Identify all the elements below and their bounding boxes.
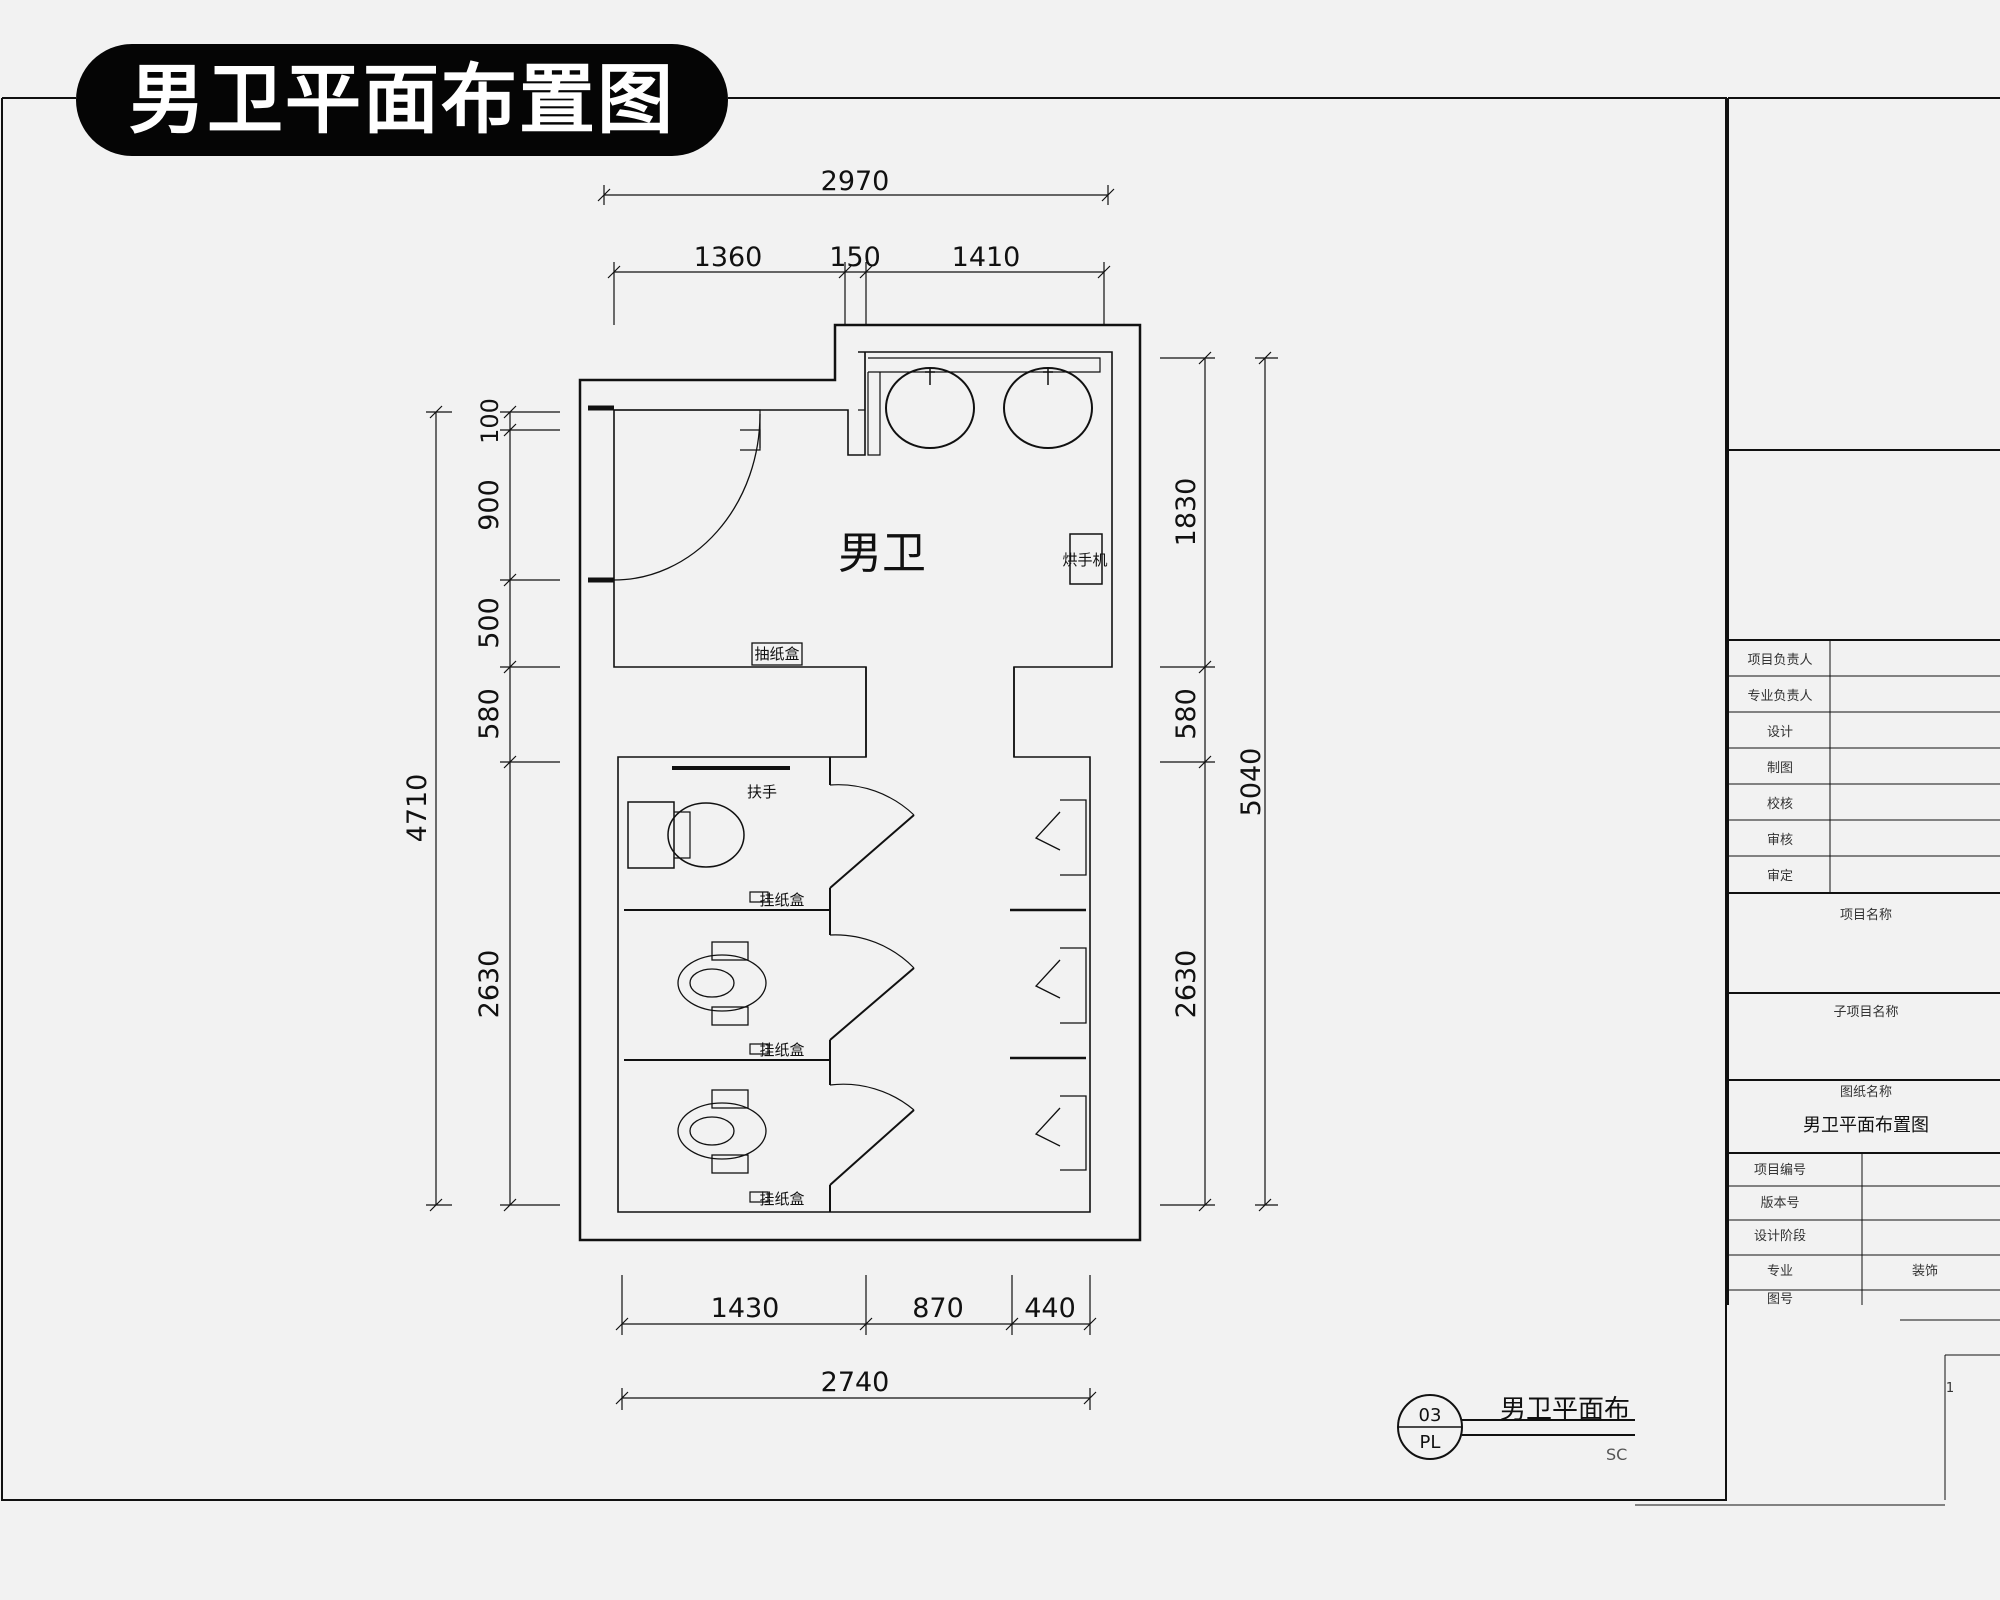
dim-left-5: 2630 [474,950,505,1019]
tb-meta-3: 专业 [1767,1264,1793,1279]
dim-bottom-2: 870 [912,1293,964,1324]
dim-bottom-overall: 2740 [821,1367,890,1398]
drawing-tag-title: 男卫平面布 [1500,1395,1630,1425]
tb-row-5: 审核 [1767,833,1793,848]
room-label: 男卫 [838,528,926,579]
stall-door-3 [829,1109,915,1186]
dim-top-overall: 2970 [821,166,890,197]
tb-drawing-name: 男卫平面布置图 [1803,1115,1929,1136]
tb-page: 1 [1946,1381,1954,1396]
tb-row-1: 专业负责人 [1747,689,1812,704]
vanity-counter [868,357,1101,373]
urinals [1010,799,1087,1171]
tb-discipline-value: 装饰 [1912,1264,1938,1279]
stall-partitions [624,909,830,1061]
outer-wall [578,323,1142,1242]
dim-bottom-3: 440 [1024,1293,1076,1324]
dim-top-mid: 150 [829,242,881,273]
dim-right-2: 580 [1171,688,1202,740]
dim-left-2: 900 [474,479,505,531]
tb-meta-2: 设计阶段 [1754,1229,1806,1244]
sheet-border [1,97,1727,1501]
tissue-box-label: 抽纸盒 [754,645,799,663]
handrail-label: 扶手 [747,783,777,801]
dim-right-3: 2630 [1171,950,1202,1019]
tb-meta-1: 版本号 [1760,1196,1799,1211]
western-toilet [627,801,675,869]
drawing-tag-sheet: PL [1420,1432,1441,1453]
title-block-frame [1727,97,2000,1305]
tb-drawing-name-label: 图纸名称 [1840,1084,1892,1100]
dim-top-right: 1410 [952,242,1021,273]
dim-top-left: 1360 [694,242,763,273]
drawing-title-banner: 男卫平面布置图 [76,44,728,156]
tb-meta-0: 项目编号 [1754,1163,1806,1178]
tissue-box [751,642,803,666]
dimension-lines [426,185,1278,1410]
drawing-tag [1397,1394,1635,1460]
dimension-labels: 2970 1360 150 1410 4710 100 900 500 580 … [402,166,1267,1398]
dim-left-3: 500 [474,597,505,649]
hand-dryer [1069,533,1103,585]
tb-row-2: 设计 [1767,725,1793,740]
dim-bottom-1: 1430 [711,1293,780,1324]
tb-row-4: 校核 [1767,796,1793,812]
stall-door-1 [829,814,915,889]
squat-toilet-2 [677,1089,767,1174]
dim-left-4: 580 [474,688,505,740]
entrance-door-swing [613,413,761,581]
dim-left-overall: 4710 [402,774,433,843]
tb-project-name: 项目名称 [1840,907,1892,923]
stall-door-2 [829,967,915,1041]
tb-row-3: 制图 [1767,761,1793,776]
title-block-grid [1635,640,2000,1506]
paper-holder-label-2: 挂纸盒 [759,1041,804,1059]
inner-wall [613,351,1113,1213]
tb-row-6: 审定 [1767,869,1793,884]
paper-holder-label-1: 挂纸盒 [759,891,804,909]
paper-holder-label-3: 挂纸盒 [759,1190,804,1208]
drawing-tag-scale: SC [1606,1445,1627,1464]
hand-dryer-label: 烘手机 [1062,551,1107,569]
squat-toilet-1 [677,941,767,1026]
dim-right-overall: 5040 [1236,748,1267,817]
dim-left-1: 100 [476,398,504,444]
tb-subproject-name: 子项目名称 [1833,1004,1898,1020]
tb-meta-4: 图号 [1767,1292,1793,1307]
dim-right-1: 1830 [1171,478,1202,547]
drawing-tag-number: 03 [1419,1405,1442,1426]
tb-row-0: 项目负责人 [1747,653,1812,668]
